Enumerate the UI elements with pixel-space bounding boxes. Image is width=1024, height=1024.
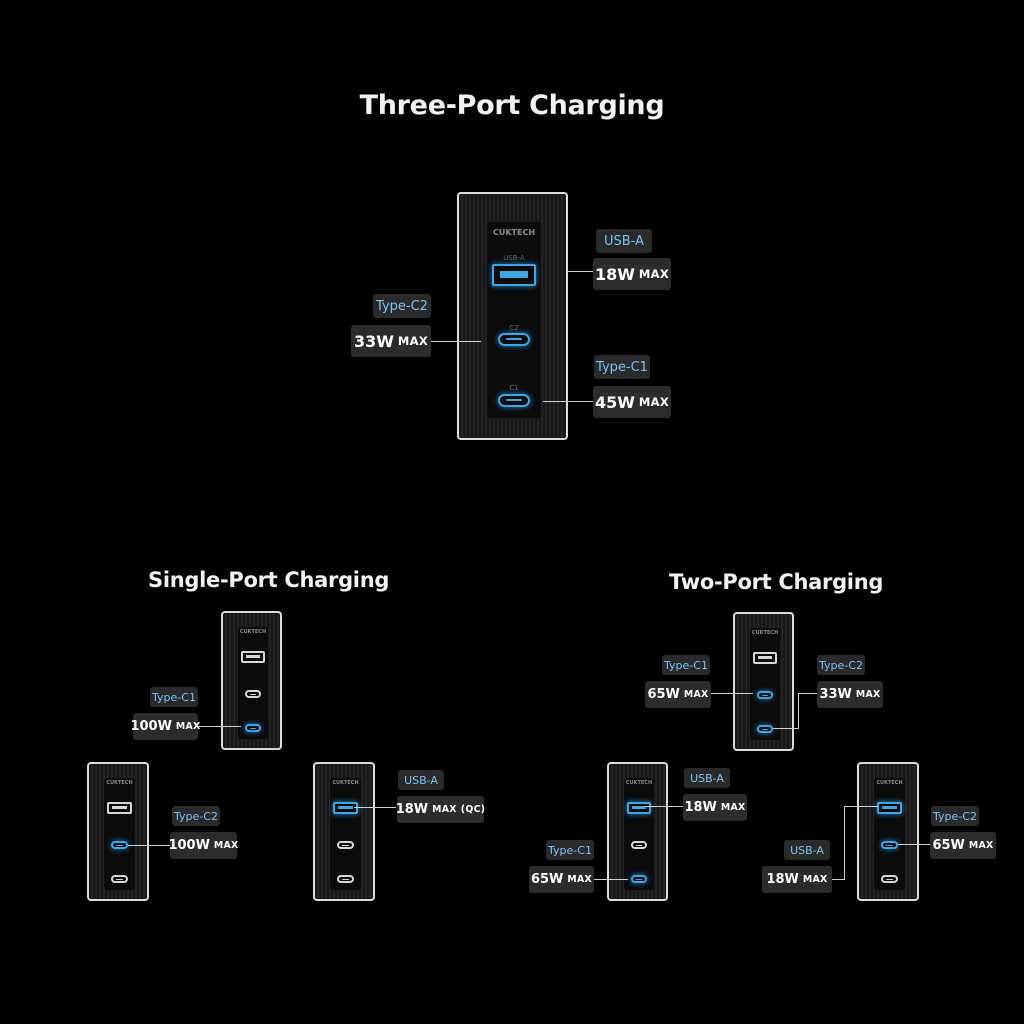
usb-a-port-icon xyxy=(627,802,651,814)
connector-line xyxy=(711,693,753,694)
type-c2-port-icon xyxy=(757,691,773,699)
type-c1-port-icon xyxy=(881,875,898,883)
type-c2-tag: Type-C2 xyxy=(931,806,979,826)
type-c2-port-icon xyxy=(498,333,530,346)
type-c1-tag: Type-C1 xyxy=(594,355,650,379)
type-c2-tag: Type-C2 xyxy=(817,655,865,675)
usb-a-port-icon xyxy=(753,652,777,664)
connector-line xyxy=(898,844,930,845)
connector-line xyxy=(844,806,845,880)
connector-line xyxy=(646,806,684,807)
usb-a-port-icon xyxy=(107,802,132,814)
type-c1-port-icon xyxy=(498,394,530,407)
type-c2-port-icon xyxy=(245,690,261,698)
port-panel: CUKTECH xyxy=(874,778,905,890)
charger-single-type-c2: CUKTECH xyxy=(87,762,149,901)
type-c1-port-icon xyxy=(631,875,647,883)
type-c1-port-icon xyxy=(757,725,773,733)
usb-a-port-icon xyxy=(333,802,358,814)
brand-logo: CUKTECH xyxy=(751,630,779,636)
brand-logo: CUKTECH xyxy=(625,780,653,786)
charger-three-port: CUKTECH USB-A C2 C1 xyxy=(457,192,568,440)
port-panel: CUKTECH USB-A C2 C1 xyxy=(487,222,541,418)
single-port-heading: Single-Port Charging xyxy=(148,568,390,592)
port-panel: CUKTECH xyxy=(750,628,780,740)
charger-two-a-c2: CUKTECH xyxy=(857,762,919,901)
brand-logo: CUKTECH xyxy=(876,780,903,786)
type-c1-port-icon xyxy=(111,875,128,883)
port-panel: CUKTECH xyxy=(624,778,654,890)
brand-logo: CUKTECH xyxy=(332,780,359,786)
connector-line xyxy=(594,879,628,880)
type-c1-tag: Type-C1 xyxy=(546,840,594,860)
connector-line xyxy=(354,807,396,808)
two-port-heading: Two-Port Charging xyxy=(669,570,884,594)
type-c2-port-icon xyxy=(111,841,128,849)
charger-single-usb-a: CUKTECH xyxy=(313,762,375,901)
usb-a-tag: USB-A xyxy=(784,840,830,860)
connector-line xyxy=(568,271,593,272)
brand-logo: CUKTECH xyxy=(239,629,267,635)
port-panel: CUKTECH xyxy=(238,627,268,739)
connector-line xyxy=(832,879,844,880)
c1-port-label: C1 xyxy=(509,384,519,392)
three-port-heading: Three-Port Charging xyxy=(359,90,665,121)
port-panel: CUKTECH xyxy=(104,778,135,890)
type-c2-port-icon xyxy=(337,841,354,849)
connector-line xyxy=(431,341,481,342)
type-c1-tag: Type-C1 xyxy=(150,687,198,707)
type-c1-tag: Type-C1 xyxy=(662,655,710,675)
connector-line xyxy=(198,726,241,727)
type-c2-tag: Type-C2 xyxy=(373,294,431,318)
brand-logo: CUKTECH xyxy=(106,780,133,786)
type-c1-port-icon xyxy=(245,724,261,732)
connector-line xyxy=(798,693,799,729)
connector-line xyxy=(798,693,817,694)
connector-line xyxy=(844,806,878,807)
c2-port-label: C2 xyxy=(509,324,519,332)
usb-a-tag: USB-A xyxy=(398,770,444,790)
usb-a-port-label: USB-A xyxy=(503,254,525,262)
type-c2-tag: Type-C2 xyxy=(172,806,220,826)
type-c2-port-icon xyxy=(631,841,647,849)
usb-a-tag: USB-A xyxy=(596,229,652,253)
type-c2-port-icon xyxy=(881,841,898,849)
usb-a-port-icon xyxy=(492,264,536,286)
port-panel: CUKTECH xyxy=(330,778,361,890)
brand-logo: CUKTECH xyxy=(492,228,536,237)
charger-two-c1-c2: CUKTECH xyxy=(733,612,794,751)
usb-a-port-icon xyxy=(877,802,902,814)
usb-a-tag: USB-A xyxy=(684,768,730,788)
connector-line xyxy=(543,401,593,402)
charger-two-a-c1: CUKTECH xyxy=(607,762,668,901)
usb-a-port-icon xyxy=(241,651,265,663)
connector-line xyxy=(773,728,798,729)
connector-line xyxy=(128,845,170,846)
charger-single-type-c1: CUKTECH xyxy=(221,611,282,750)
type-c1-port-icon xyxy=(337,875,354,883)
